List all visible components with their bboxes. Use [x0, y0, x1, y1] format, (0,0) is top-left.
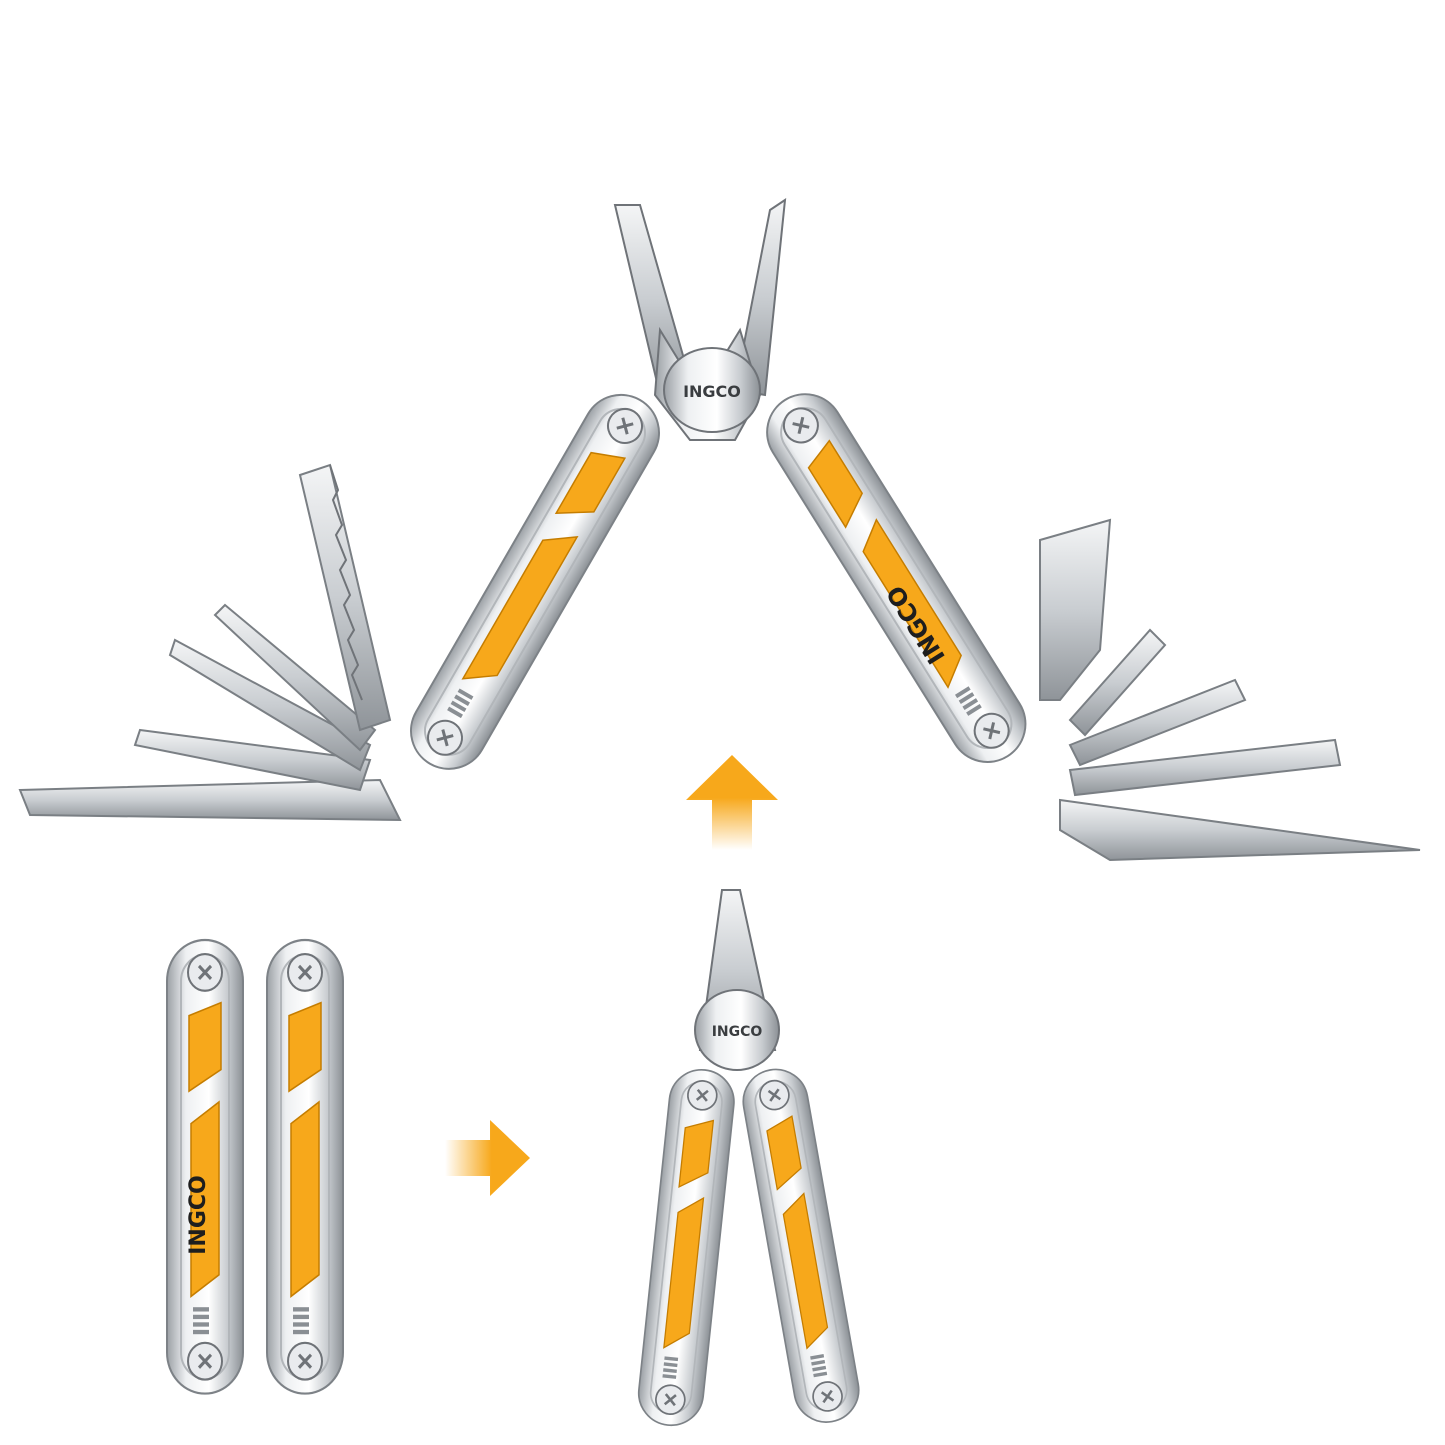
jaw-logo: INGCO	[683, 382, 741, 401]
right-handle: INGCO	[751, 378, 1042, 778]
fully-open-multitool: INGCO INGCO	[18, 197, 1421, 862]
bottle-opener-tool	[213, 603, 377, 752]
folded-multitool: INGCO	[165, 938, 345, 1396]
flat-screwdriver-tool	[1068, 738, 1342, 797]
wide-blade-tool	[1039, 518, 1112, 701]
pliers-opened-multitool: INGCO	[634, 889, 866, 1430]
opener-tool	[133, 728, 372, 792]
arrow-up	[686, 755, 778, 850]
phillips-tool	[1068, 628, 1167, 737]
screwdriver-tool	[168, 638, 372, 772]
arrow-right	[445, 1120, 530, 1196]
saw-tool	[298, 463, 392, 732]
left-tools	[18, 463, 402, 822]
left-handle	[395, 379, 675, 785]
pliers-jaws: INGCO	[613, 197, 787, 441]
pliers-logo: INGCO	[712, 1024, 763, 1040]
folded-logo: INGCO	[186, 1175, 211, 1255]
awl-tool	[1068, 678, 1247, 767]
file-tool	[18, 778, 402, 822]
knife-tool	[1059, 798, 1421, 862]
right-tools	[1039, 518, 1421, 862]
